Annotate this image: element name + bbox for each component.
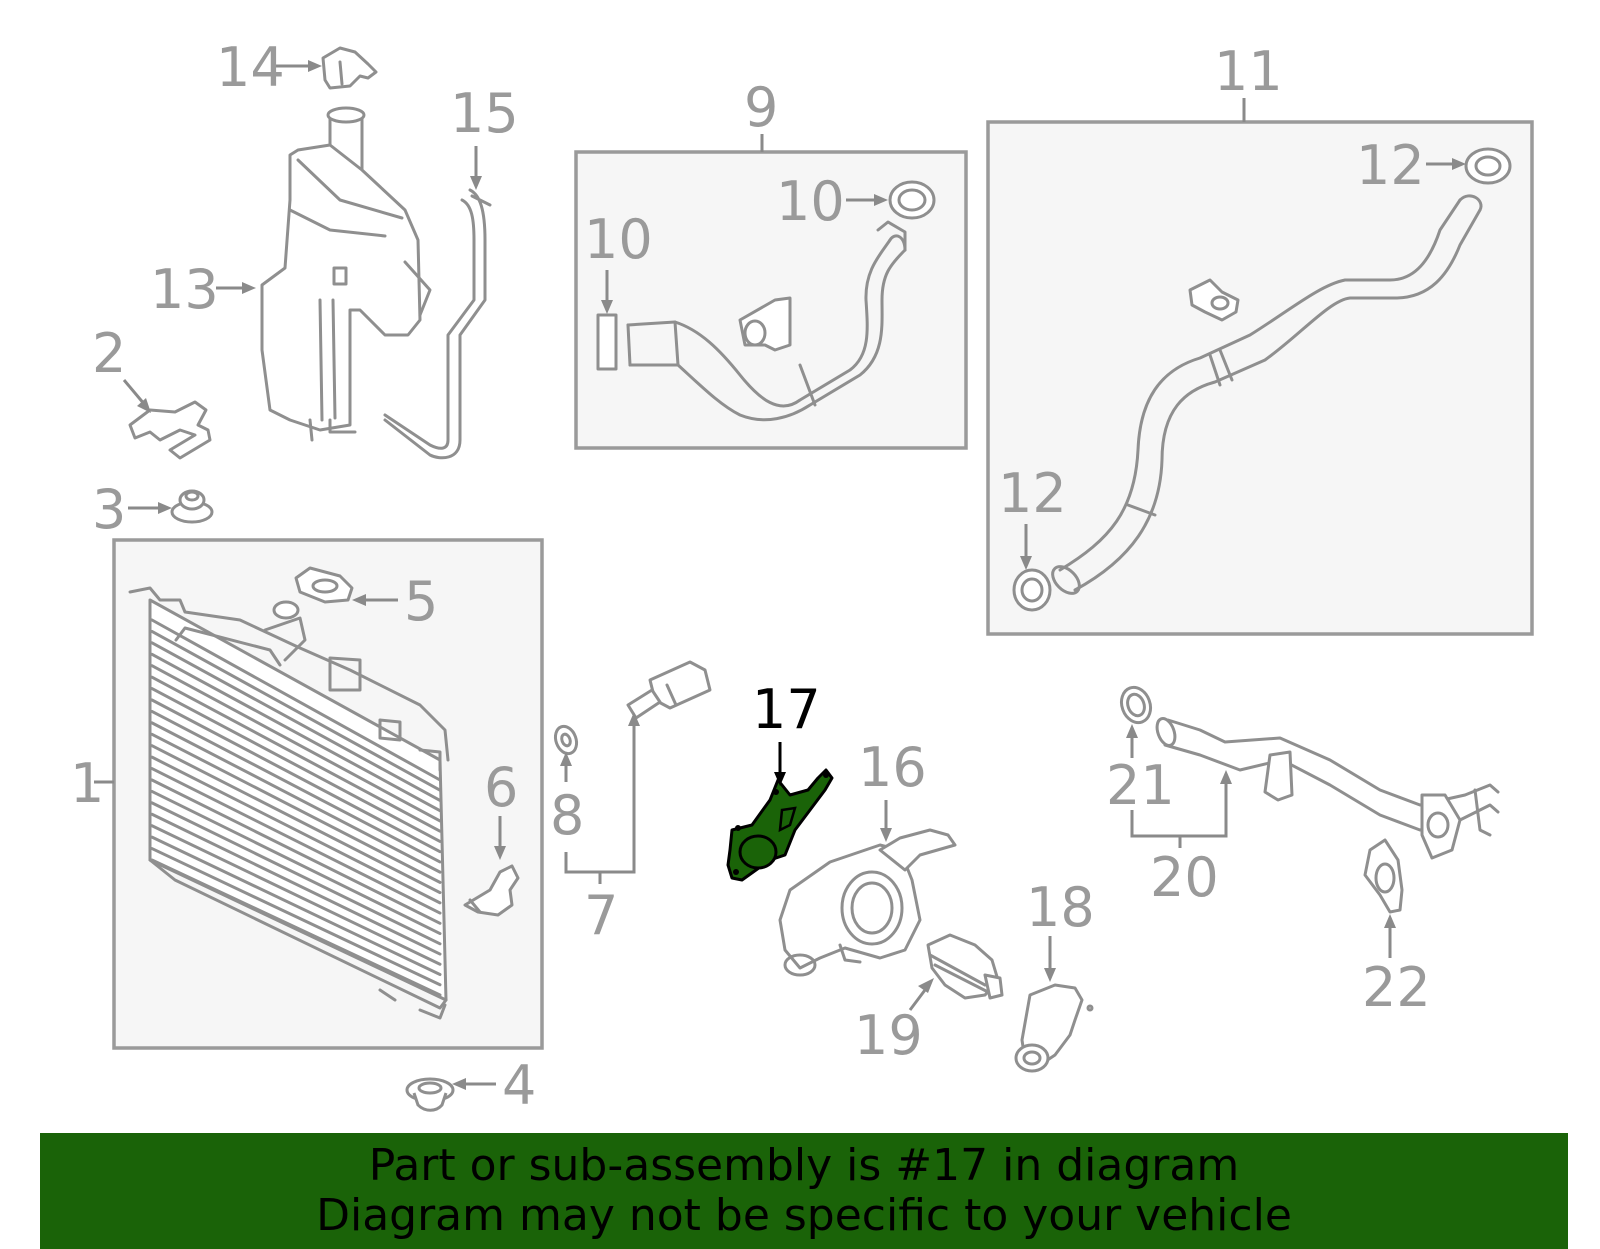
radiator-fin (150, 675, 442, 833)
part-7-temp-sensor[interactable] (626, 660, 712, 720)
radiator-fin (150, 652, 442, 813)
part-12-clamp-top[interactable] (1464, 147, 1512, 185)
part-14-cap[interactable] (321, 46, 378, 90)
part-13-reservoir-tank[interactable] (260, 106, 432, 442)
part-19-thermostat[interactable] (926, 933, 1004, 1000)
leader-lines (94, 60, 1466, 1090)
part-10-clamp-left[interactable] (596, 313, 618, 371)
radiator-fin (150, 858, 442, 997)
radiator-fin (150, 812, 442, 956)
part-9-upper-hose[interactable] (626, 220, 907, 422)
radiator-fin (150, 721, 442, 874)
label-part-1: 1 (70, 752, 104, 815)
label-part-4: 4 (502, 1054, 536, 1117)
label-part-20: 20 (1150, 846, 1219, 909)
radiator-fin (150, 755, 442, 905)
radiator-fin (150, 835, 442, 977)
label-part-3: 3 (92, 478, 126, 541)
radiator-fin (150, 709, 442, 864)
radiator-fin (150, 698, 442, 854)
label-part-12-top: 12 (1356, 134, 1425, 197)
part-20-water-pipe[interactable] (1154, 716, 1500, 860)
label-part-13: 13 (150, 258, 219, 321)
part-6-sensor[interactable] (463, 864, 520, 917)
radiator-fin (150, 847, 442, 987)
label-part-7: 7 (584, 884, 618, 947)
part-5-radiator-cap-gasket[interactable] (294, 566, 354, 604)
radiator-fin (150, 767, 442, 915)
label-part-18: 18 (1026, 876, 1095, 939)
radiator-fin (150, 744, 442, 895)
part-15-overflow-hose[interactable] (383, 188, 492, 460)
label-part-9: 9 (744, 76, 778, 139)
label-part-11: 11 (1214, 40, 1283, 103)
radiator-fin (150, 824, 442, 966)
part-2-bracket[interactable] (128, 400, 212, 460)
part-11-lower-hose[interactable] (1048, 194, 1483, 599)
radiator-fin (150, 778, 442, 925)
radiator-fin (150, 801, 442, 946)
label-part-12-bottom: 12 (998, 462, 1067, 525)
radiator-fin (150, 687, 442, 843)
label-part-5: 5 (404, 570, 438, 633)
radiator-fin (150, 641, 442, 802)
radiator-fin (150, 629, 442, 792)
label-part-16: 16 (858, 736, 927, 799)
part-17-gasket-highlighted[interactable] (726, 768, 834, 882)
label-part-6: 6 (484, 756, 518, 819)
part-9-bracket[interactable] (738, 296, 792, 352)
part-18-water-outlet[interactable] (1014, 983, 1094, 1073)
part-1-radiator[interactable] (128, 586, 450, 1020)
radiator-fin (150, 618, 442, 782)
radiator-fin (150, 664, 442, 823)
part-8-o-ring[interactable] (552, 723, 580, 756)
part-16-thermostat-housing[interactable] (778, 828, 957, 977)
part-22-gasket[interactable] (1363, 838, 1404, 914)
info-banner: Part or sub-assembly is #17 in diagram D… (40, 1133, 1568, 1249)
radiator-fin (150, 789, 442, 936)
label-part-19: 19 (854, 1004, 923, 1067)
part-21-o-ring[interactable] (1117, 683, 1156, 726)
radiator-fin (150, 732, 442, 884)
part-4-plug[interactable] (405, 1077, 455, 1112)
part-3-grommet[interactable] (170, 489, 214, 524)
hose-11-group-box (986, 120, 1534, 636)
part-12-clamp-bottom[interactable] (1012, 568, 1052, 612)
banner-line-2: Diagram may not be specific to your vehi… (316, 1190, 1292, 1241)
label-part-15: 15 (450, 82, 519, 145)
banner-line-1: Part or sub-assembly is #17 in diagram (368, 1140, 1240, 1191)
label-part-8: 8 (550, 784, 584, 847)
label-part-10-left: 10 (584, 208, 653, 271)
label-part-17-highlighted: 17 (752, 678, 821, 741)
label-part-2: 2 (92, 322, 126, 385)
label-part-22: 22 (1362, 956, 1431, 1019)
label-part-21: 21 (1106, 754, 1175, 817)
label-part-14: 14 (216, 36, 285, 99)
label-part-10-right: 10 (776, 170, 845, 233)
part-10-clamp-right[interactable] (888, 180, 936, 220)
part-11-clip[interactable] (1188, 278, 1240, 322)
